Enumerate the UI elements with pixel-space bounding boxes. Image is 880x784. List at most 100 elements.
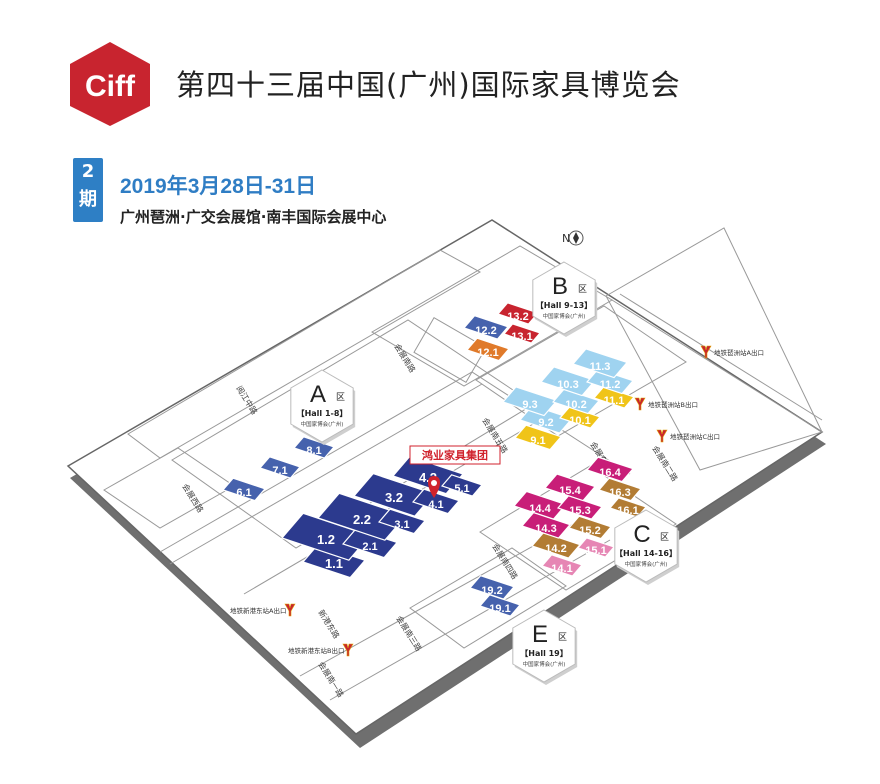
metro-icon [342,643,354,657]
zone-letter: E [532,621,548,648]
hall-label: 13.2 [507,311,528,323]
zone-suffix: 区 [558,632,567,643]
metro-layer: 地铁琶洲站A出口地铁琶洲站B出口地铁琶洲站C出口地铁新港东站A出口地铁新港东站B… [230,345,764,657]
hall-15-2[interactable]: 15.2 [567,515,613,540]
hall-19-2[interactable]: 19.2 [468,574,516,600]
hall-16-3[interactable]: 16.3 [597,477,643,502]
hall-12-2[interactable]: 12.2 [462,314,510,340]
hall-label: 7.1 [272,465,287,477]
hall-label: 14.1 [551,563,572,575]
metro-exit-5[interactable]: 地铁新港东站B出口 [288,643,354,657]
hall-label: 9.3 [522,399,537,411]
hall-label: 16.4 [599,467,621,479]
hall-16-1[interactable]: 16.1 [608,497,648,518]
metro-exit-1[interactable]: 地铁琶洲站A出口 [700,345,764,359]
zone-halls: 【Hall 19】 [520,648,568,658]
hall-shape [462,314,510,340]
zone-hexagon [512,609,576,683]
hall-10-2[interactable]: 10.2 [551,388,601,415]
hall-label: 16.3 [609,487,630,499]
hall-3-2[interactable]: 3.2 [352,472,436,517]
zone-hexagon [290,369,354,443]
ciff-logo: Ciff [70,42,150,126]
hall-14-2[interactable]: 14.2 [530,531,582,559]
zone-suffix: 区 [660,532,669,543]
zone-hexagon [532,261,596,335]
hall-label: 10.1 [569,415,590,427]
hall-shape [411,488,461,515]
metro-exit-4[interactable]: 地铁新港东站A出口 [230,603,296,617]
hall-8-1[interactable]: 8.1 [292,436,336,459]
hall-shape [556,494,604,520]
metro-label: 地铁琶洲站A出口 [714,348,764,357]
phase-badge: 2 期 [73,158,103,222]
event-date: 2019年3月28日-31日 [120,175,317,198]
hall-5-1[interactable]: 5.1 [440,474,484,497]
hall-shape [440,474,484,497]
hall-shape [465,337,511,362]
hall-label: 15.3 [569,505,590,517]
zone-hexagon [614,509,678,583]
hall-shape [576,537,616,558]
zone-letter: A [310,381,326,408]
hall-shape [292,436,336,459]
hall-13-1[interactable]: 13.1 [502,323,542,344]
metro-exit-3[interactable]: 地铁琶洲站C出口 [656,429,720,443]
hall-1-1[interactable]: 1.1 [301,543,367,579]
hall-9-3[interactable]: 9.3 [501,386,559,417]
hall-12-1[interactable]: 12.1 [465,337,511,362]
hall-shape [221,477,267,502]
hall-label: 11.2 [600,379,621,391]
hall-2-1[interactable]: 2.1 [341,528,399,559]
hall-label: 15.1 [585,545,606,557]
hall-label: 15.4 [559,485,581,497]
hall-19-1[interactable]: 19.1 [478,594,522,617]
hall-shape [301,543,367,579]
hall-label: 13.1 [511,331,532,343]
hall-15-1[interactable]: 15.1 [576,537,616,558]
hall-label: 14.4 [529,503,551,515]
hall-10-1[interactable]: 10.1 [558,406,602,429]
hall-11-2[interactable]: 11.2 [585,368,635,395]
hall-14-1[interactable]: 14.1 [540,554,584,577]
hall-label: 6.1 [236,487,251,499]
hall-shape [468,574,516,600]
hall-3-1[interactable]: 3.1 [377,508,427,535]
hall-label: 19.2 [481,585,502,597]
hall-11-1[interactable]: 11.1 [592,386,636,409]
hall-label: 8.1 [306,445,321,457]
hall-shape [530,531,582,559]
hall-16-4[interactable]: 16.4 [585,456,635,483]
metro-label: 地铁琶洲站B出口 [648,400,698,409]
hall-shape [513,424,563,451]
hall-label: 16.1 [617,505,638,517]
hall-label: 2.1 [362,541,377,553]
hall-shape [592,386,636,409]
hall-15-3[interactable]: 15.3 [556,494,604,520]
zone-org: 中国家博会(广州) [301,420,344,428]
hall-15-4[interactable]: 15.4 [543,473,597,502]
hall-4-1[interactable]: 4.1 [411,488,461,515]
hall-shape [258,456,302,479]
hall-6-1[interactable]: 6.1 [221,477,267,502]
metro-exit-2[interactable]: 地铁琶洲站B出口 [634,397,698,411]
hall-9-1[interactable]: 9.1 [513,424,563,451]
hall-shape [551,388,601,415]
zone-letter: B [552,273,568,300]
hall-14-3[interactable]: 14.3 [520,511,572,539]
hall-7-1[interactable]: 7.1 [258,456,302,479]
zone-org: 中国家博会(广州) [625,560,668,568]
hall-label: 10.3 [557,379,578,391]
hall-shape [585,368,635,395]
hall-11-3[interactable]: 11.3 [571,348,629,379]
company-marker[interactable] [428,476,440,498]
hall-shape [478,594,522,617]
hall-shape [558,406,602,429]
hall-shape [540,554,584,577]
